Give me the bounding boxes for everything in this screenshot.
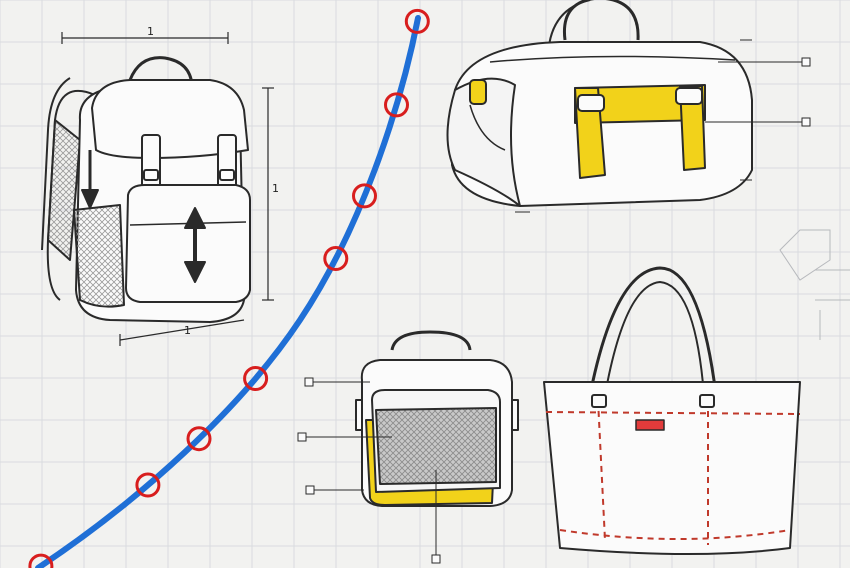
curve-marker xyxy=(135,472,161,498)
tote-bag-illustration xyxy=(543,266,801,555)
dimension-label-height: 1 xyxy=(272,182,279,195)
curve-marker xyxy=(323,246,349,271)
dimension-label-base: 1 xyxy=(184,324,191,337)
duffel-callouts xyxy=(515,39,811,213)
curve-marker xyxy=(352,183,377,209)
duffel-bag-illustration xyxy=(446,0,753,207)
schematic-lines xyxy=(779,229,850,340)
curve-marker xyxy=(404,8,430,34)
curve-marker xyxy=(186,426,212,452)
backpack-illustration xyxy=(41,56,251,323)
curve-marker xyxy=(384,92,409,118)
messenger-bag-illustration xyxy=(355,330,519,507)
dimension-label-width: 1 xyxy=(147,25,154,38)
curve-marker xyxy=(243,366,269,391)
messenger-callouts xyxy=(297,377,441,564)
backpack-dimensions xyxy=(61,32,274,346)
curve-markers xyxy=(28,8,430,568)
curve-marker xyxy=(28,553,54,568)
